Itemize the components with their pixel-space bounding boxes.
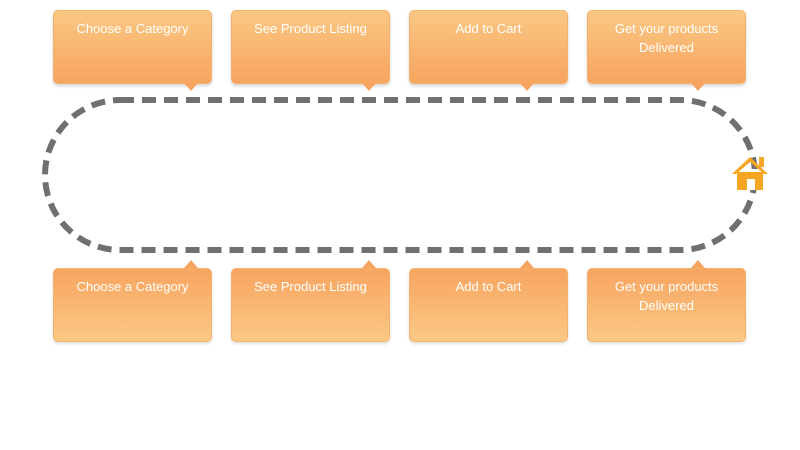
callout-pointer xyxy=(691,83,705,91)
step-card-choose-category-top: Choose a Category xyxy=(53,10,212,84)
step-card-choose-category-bottom: Choose a Category xyxy=(53,268,212,342)
step-label: See Product Listing xyxy=(254,21,367,36)
step-card-delivered-bottom: Get your products Delivered xyxy=(587,268,746,342)
step-label: See Product Listing xyxy=(254,279,367,294)
callout-pointer xyxy=(184,260,198,268)
step-card-delivered-top: Get your products Delivered xyxy=(587,10,746,84)
callout-pointer xyxy=(362,83,376,91)
step-label: Get your products Delivered xyxy=(614,21,719,55)
step-card-product-listing-top: See Product Listing xyxy=(231,10,390,84)
step-label: Choose a Category xyxy=(76,279,189,294)
callout-pointer xyxy=(520,260,534,268)
step-card-product-listing-bottom: See Product Listing xyxy=(231,268,390,342)
callout-pointer xyxy=(691,260,705,268)
home-icon xyxy=(732,157,768,190)
step-card-add-to-cart-bottom: Add to Cart xyxy=(409,268,568,342)
callout-pointer xyxy=(184,83,198,91)
step-label: Add to Cart xyxy=(455,21,522,36)
step-label: Add to Cart xyxy=(455,279,522,294)
step-label: Choose a Category xyxy=(76,21,189,36)
callout-pointer xyxy=(362,260,376,268)
callout-pointer xyxy=(520,83,534,91)
step-label: Get your products Delivered xyxy=(614,279,719,313)
step-card-add-to-cart-top: Add to Cart xyxy=(409,10,568,84)
